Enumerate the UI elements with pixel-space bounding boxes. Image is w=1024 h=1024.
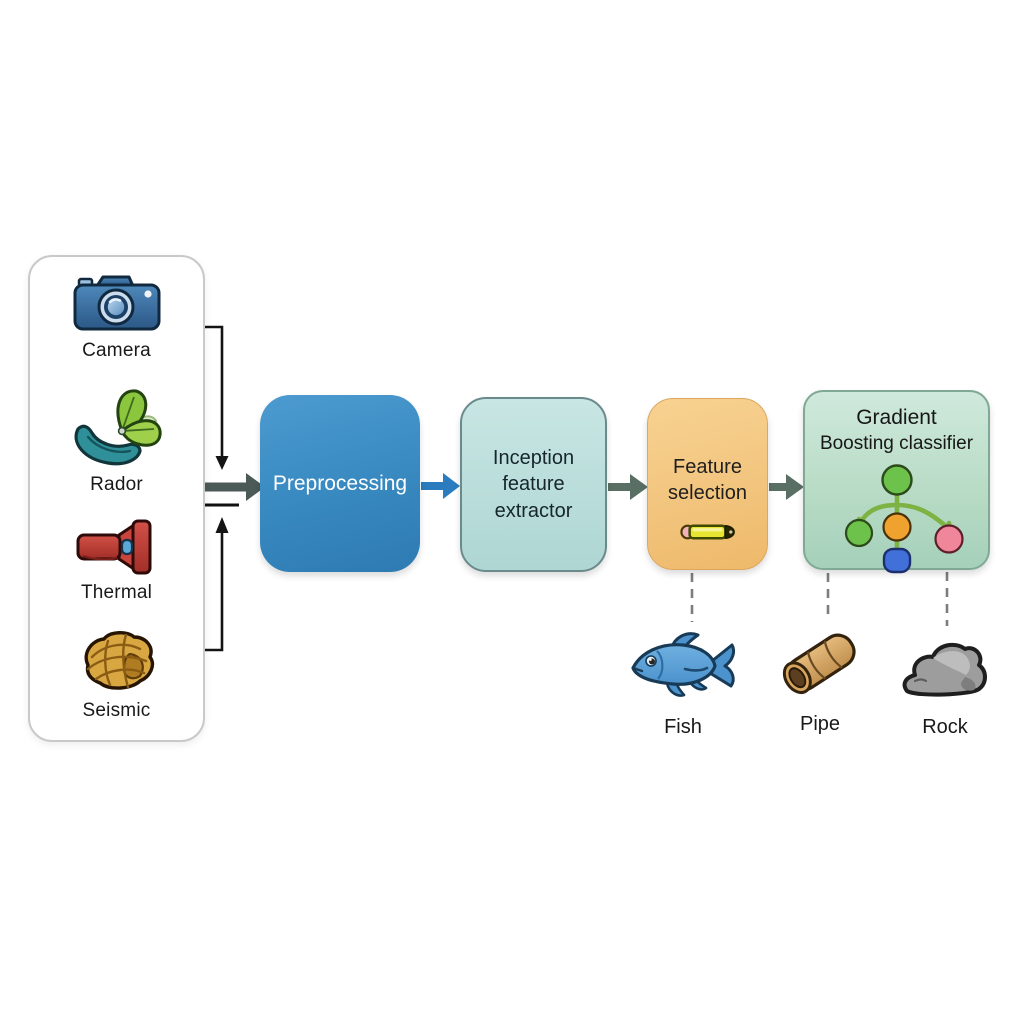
fish-icon	[631, 632, 736, 697]
stage-label: Preprocessing	[272, 471, 408, 495]
rope-knot-icon	[84, 631, 154, 690]
stage-gradient-boosting-classifier: Gradient Boosting classifier	[803, 390, 990, 574]
output-item-rock: Rock	[901, 635, 989, 739]
stage-label: Feature selection	[668, 456, 747, 505]
pencil-icon-wrap	[679, 522, 737, 547]
arrow-preprocessing-to-inception	[421, 473, 460, 499]
rock-icon	[902, 642, 987, 697]
arrow-inception-to-feature	[608, 474, 648, 500]
sensor-label: Thermal	[80, 582, 153, 603]
fan-icon	[74, 389, 162, 466]
top-branch-connector	[205, 325, 229, 470]
sensor-item-thermal: Thermal	[72, 519, 162, 604]
sensor-label: Seismic	[82, 700, 151, 721]
bottom-branch-connector	[205, 517, 229, 652]
pencil-icon	[679, 524, 735, 540]
stage-preprocessing: Preprocessing	[260, 395, 420, 572]
stage-label-line1: Gradient	[856, 406, 937, 429]
output-item-fish: Fish	[627, 628, 739, 739]
output-label: Fish	[664, 716, 702, 738]
sensor-label: Rador	[90, 474, 143, 495]
stage-inception-feature-extractor: Inception feature extractor	[460, 397, 607, 572]
output-label: Rock	[922, 716, 968, 738]
sensor-item-rador: Rador	[66, 385, 168, 496]
stage-label-line2: Boosting classifier	[819, 433, 974, 454]
sensor-item-seismic: Seismic	[74, 627, 160, 722]
output-item-pipe: Pipe	[772, 624, 868, 736]
sensor-item-camera: Camera	[71, 273, 163, 362]
dashed-output-connectors	[690, 572, 949, 626]
decision-tree-icon-wrap	[817, 461, 977, 580]
decision-tree-icon	[844, 464, 964, 574]
sensor-label: Camera	[82, 340, 151, 361]
sensor-panel: Camera Rador	[28, 255, 205, 742]
arrow-feature-to-classifier	[769, 474, 804, 500]
camera-icon	[73, 275, 160, 331]
stage-label: Inception feature extractor	[492, 446, 575, 522]
main-flow-arrow	[204, 473, 265, 501]
flashlight-icon	[76, 519, 151, 575]
pipe-icon	[782, 633, 856, 695]
stage-feature-selection: Feature selection	[647, 398, 768, 570]
output-label: Pipe	[799, 713, 841, 735]
